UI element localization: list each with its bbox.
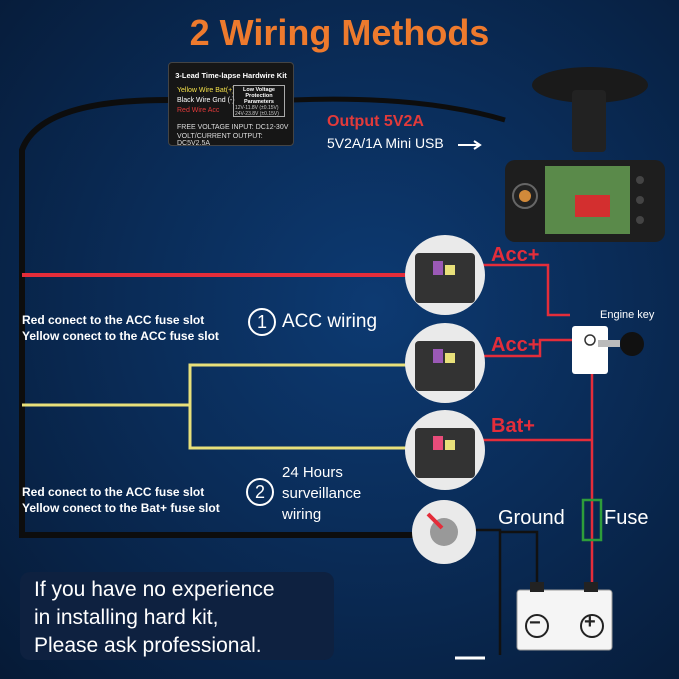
ground-bolt-icon <box>412 500 476 564</box>
method1-number: 1 <box>248 308 276 336</box>
suction-mount-icon <box>532 67 648 152</box>
usb-cable <box>291 96 506 123</box>
kit-output-voltage: VOLT/CURRENT OUTPUT: DC5V2.5A <box>177 133 263 147</box>
kit-protection-line2: 24V-23.8V (±0.15V) <box>235 111 279 117</box>
method1-line2: Yellow conect to the ACC fuse slot <box>22 329 219 343</box>
hardwire-kit: 3-Lead Time-lapse Hardwire Kit Yellow Wi… <box>168 62 294 147</box>
output-label: Output 5V2A <box>327 113 424 130</box>
yellow-wire-method1 <box>22 363 420 407</box>
notice-box: If you have no experience in installing … <box>20 572 334 660</box>
method2-number: 2 <box>246 478 274 506</box>
method2-number-wrap: 2 <box>246 478 280 506</box>
kit-black-label: Black Wire Gnd (-) <box>177 97 235 104</box>
notice-line2: in installing hard kit, <box>34 606 219 629</box>
battery-plus-label: + <box>584 611 596 633</box>
method2-name-line1: 24 Hours <box>282 464 343 481</box>
method2-text: Red conect to the ACC fuse slot Yellow c… <box>22 484 220 516</box>
battery-minus-label: − <box>529 612 541 634</box>
kit-protection-line1: 12V-11.8V (±0.15V) <box>235 105 279 111</box>
ground-label: Ground <box>498 507 565 529</box>
yellow-wire-method2 <box>188 405 420 450</box>
page-title: 2 Wiring Methods <box>189 12 490 53</box>
acc-label-1: Acc+ <box>491 244 540 266</box>
fuse-box-icon <box>405 235 485 315</box>
fuse-label: Fuse <box>604 507 649 529</box>
method1-line1: Red conect to the ACC fuse slot <box>22 313 205 327</box>
engine-key-switch-icon <box>572 326 608 374</box>
method1-text: Red conect to the ACC fuse slot Yellow c… <box>22 312 219 344</box>
engine-key-icon <box>620 332 644 356</box>
method2-line1: Red conect to the ACC fuse slot <box>22 485 205 499</box>
engine-key-label: Engine key <box>600 309 655 321</box>
kit-red-label: Red Wire Acc <box>177 107 220 114</box>
red-acc2-line <box>480 338 572 358</box>
bat-label: Bat+ <box>491 415 535 437</box>
kit-yellow-label: Yellow Wire Bat(+) <box>177 87 235 94</box>
red-acc-line <box>480 263 570 317</box>
fuse-symbol-icon <box>581 498 603 542</box>
black-wire <box>19 97 420 538</box>
method2-name-line3: wiring <box>282 506 322 523</box>
acc-label-2: Acc+ <box>491 334 540 356</box>
method2-name-line2: surveillance <box>282 485 362 502</box>
fuse-box-icon <box>405 410 485 490</box>
fuse-box-icon <box>405 323 485 403</box>
method1-name: ACC wiring <box>282 311 378 333</box>
arrow-right-icon <box>458 140 482 150</box>
method2-title: 24 Hours surveillance wiring <box>282 462 361 525</box>
method1-title: 1 ACC wiring <box>248 308 377 336</box>
kit-title: 3-Lead Time-lapse Hardwire Kit <box>175 71 287 80</box>
usb-label: 5V2A/1A Mini USB <box>327 135 444 151</box>
kit-protection-box: Low Voltage Protection Parameters 12V-11… <box>233 85 285 117</box>
method2-line2: Yellow conect to the Bat+ fuse slot <box>22 501 220 515</box>
notice-line1: If you have no experience <box>34 578 275 601</box>
kit-protection-title: Low Voltage Protection Parameters <box>243 87 275 105</box>
kit-input-voltage: FREE VOLTAGE INPUT: DC12-30V <box>177 124 289 131</box>
dashcam-icon <box>505 160 665 242</box>
notice-line3: Please ask professional. <box>34 634 262 657</box>
battery-icon <box>516 582 613 651</box>
